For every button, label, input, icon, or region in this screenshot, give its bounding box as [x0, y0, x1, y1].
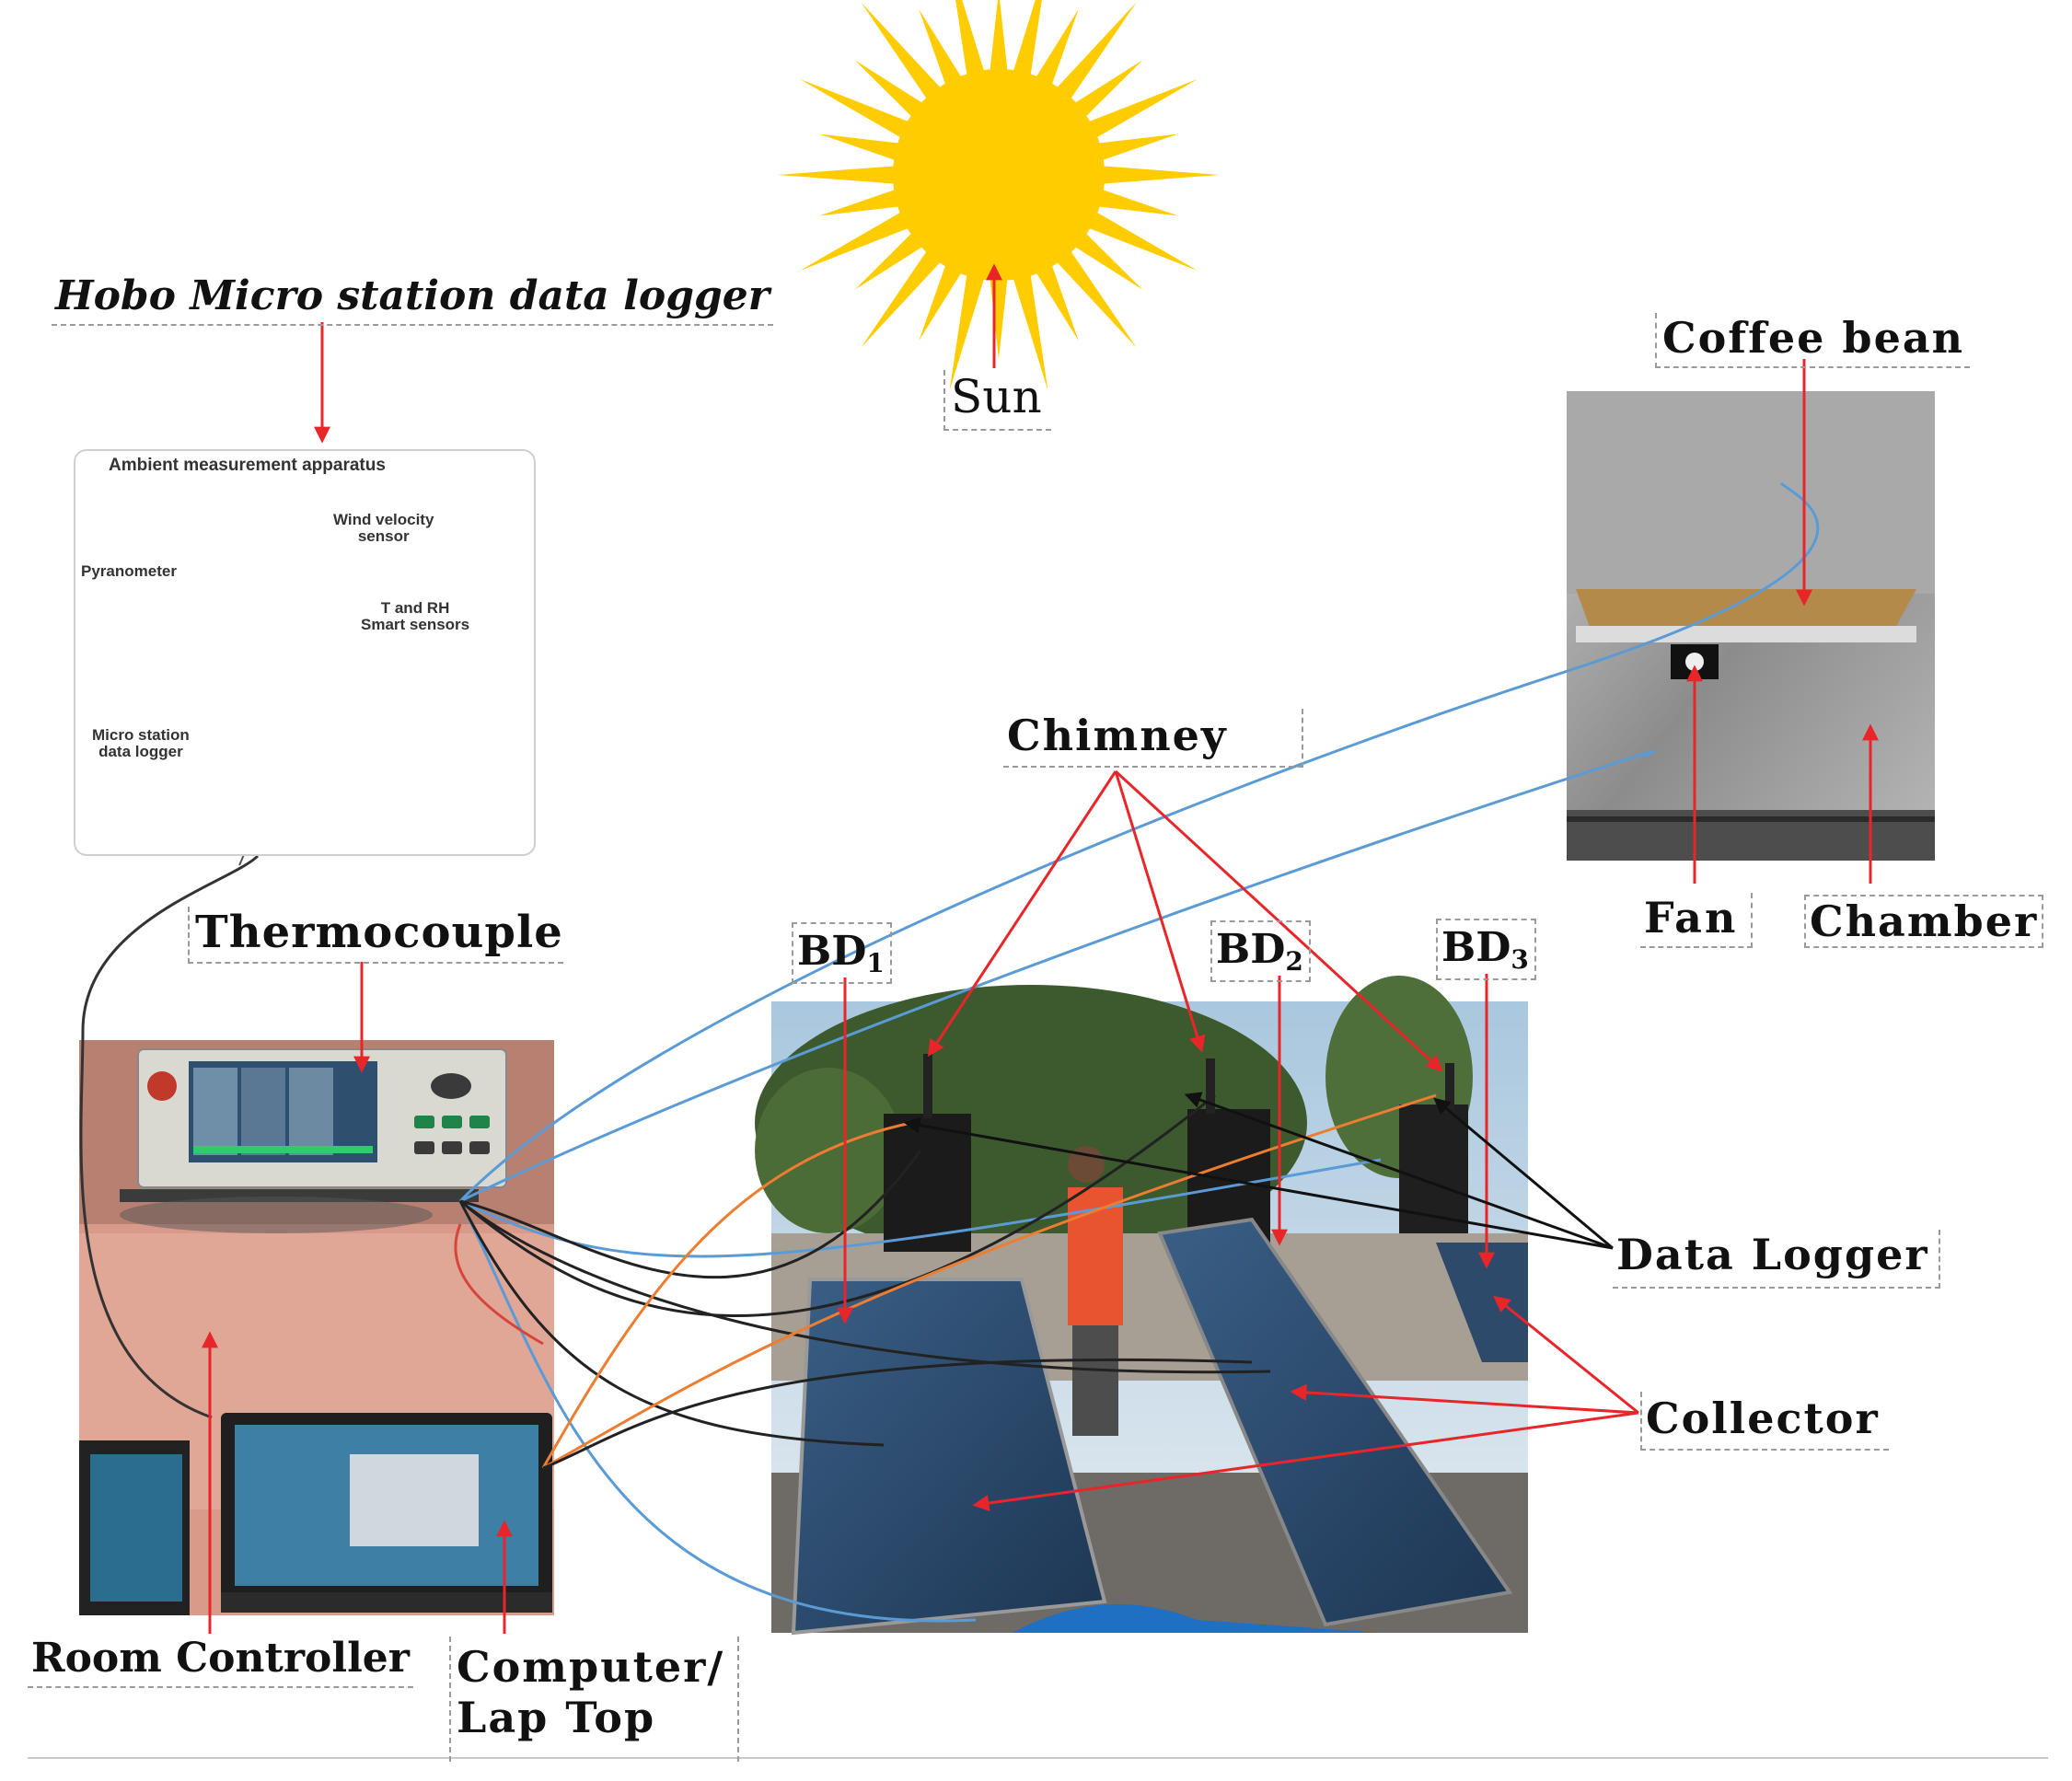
bd2-subscript: 2	[1285, 946, 1303, 977]
sun-icon	[778, 0, 1220, 390]
label-bd3: BD3	[1436, 919, 1536, 980]
data-logger-arrows	[903, 1092, 1614, 1250]
label-thermocouple: Thermocouple	[188, 907, 563, 964]
sun-ray	[861, 2, 943, 102]
inset-micro-label: Micro station data logger	[92, 727, 190, 760]
inset-trh-line1: T and RH	[380, 599, 450, 617]
sun-ray	[854, 60, 926, 120]
inset-pyranometer-label: Pyranometer	[81, 562, 177, 580]
sun-disc	[893, 69, 1105, 281]
sun-ray	[1034, 261, 1079, 341]
sun-ray	[949, 271, 986, 390]
bd1-text: BD	[797, 928, 867, 975]
sun-ray	[990, 0, 1008, 75]
sun-ray	[1071, 60, 1143, 120]
sun-ray	[955, 0, 986, 79]
computer-line1: Computer/	[457, 1642, 725, 1692]
inset-micro-line1: Micro station	[92, 726, 190, 744]
inset-wind-line1: Wind velocity	[333, 511, 434, 528]
sun-ray	[778, 166, 898, 184]
ambient-apparatus-inset: Ambient measurement apparatus Wind veloc…	[74, 449, 536, 856]
inset-title: Ambient measurement apparatus	[109, 456, 386, 475]
label-data-logger: Data Logger	[1613, 1230, 1940, 1289]
inset-wind-line2: sensor	[357, 526, 410, 545]
sun-ray	[1034, 8, 1079, 88]
label-chamber: Chamber	[1804, 895, 2044, 948]
sun-ray	[1054, 248, 1137, 348]
inset-trh-label: T and RH Smart sensors	[361, 600, 469, 633]
inset-wind-label: Wind velocity sensor	[333, 512, 434, 545]
sun-ray	[1085, 210, 1198, 272]
inset-micro-line2: data logger	[98, 742, 183, 760]
sun-ray	[1099, 166, 1220, 184]
sun-ray	[919, 261, 964, 341]
sun-ray	[1054, 2, 1137, 102]
label-bd2: BD2	[1210, 920, 1311, 982]
room-controller-photo	[79, 1040, 554, 1615]
bd1-subscript: 1	[866, 948, 885, 978]
bd2-text: BD	[1216, 926, 1286, 973]
label-sun: Sun	[943, 370, 1051, 431]
annotation-arrows	[202, 263, 1879, 1634]
label-chimney: Chimney	[1003, 709, 1303, 768]
label-collector: Collector	[1640, 1392, 1889, 1451]
inset-trh-line2: Smart sensors	[361, 615, 470, 633]
sun-ray	[1012, 271, 1048, 390]
drying-chamber-photo	[1567, 391, 1935, 861]
label-computer-laptop: Computer/ Lap Top	[449, 1636, 740, 1763]
sun-ray	[861, 248, 943, 348]
label-room-controller: Room Controller	[28, 1636, 413, 1688]
sun-ray	[854, 230, 926, 290]
sun-ray	[1012, 0, 1042, 79]
bd3-subscript: 3	[1511, 944, 1529, 975]
sun-ray	[990, 275, 1008, 359]
computer-line2: Lap Top	[457, 1693, 656, 1743]
bd3-text: BD	[1441, 924, 1511, 971]
label-fan: Fan	[1640, 893, 1754, 948]
sun-ray	[1085, 78, 1198, 140]
label-bd1: BD1	[792, 922, 892, 984]
sun-ray	[1094, 133, 1178, 162]
sun-ray	[919, 8, 964, 88]
sun-ray	[819, 133, 903, 162]
label-coffee-bean: Coffee bean	[1655, 313, 1971, 368]
sun-ray	[1071, 230, 1143, 290]
sun-ray	[819, 188, 903, 216]
sun-ray	[799, 210, 912, 272]
sun-ray	[1094, 188, 1178, 216]
label-hobo-logger: Hobo Micro station data logger	[52, 276, 773, 326]
solar-dryer-photo	[755, 976, 1528, 1636]
sun-ray	[799, 78, 912, 140]
